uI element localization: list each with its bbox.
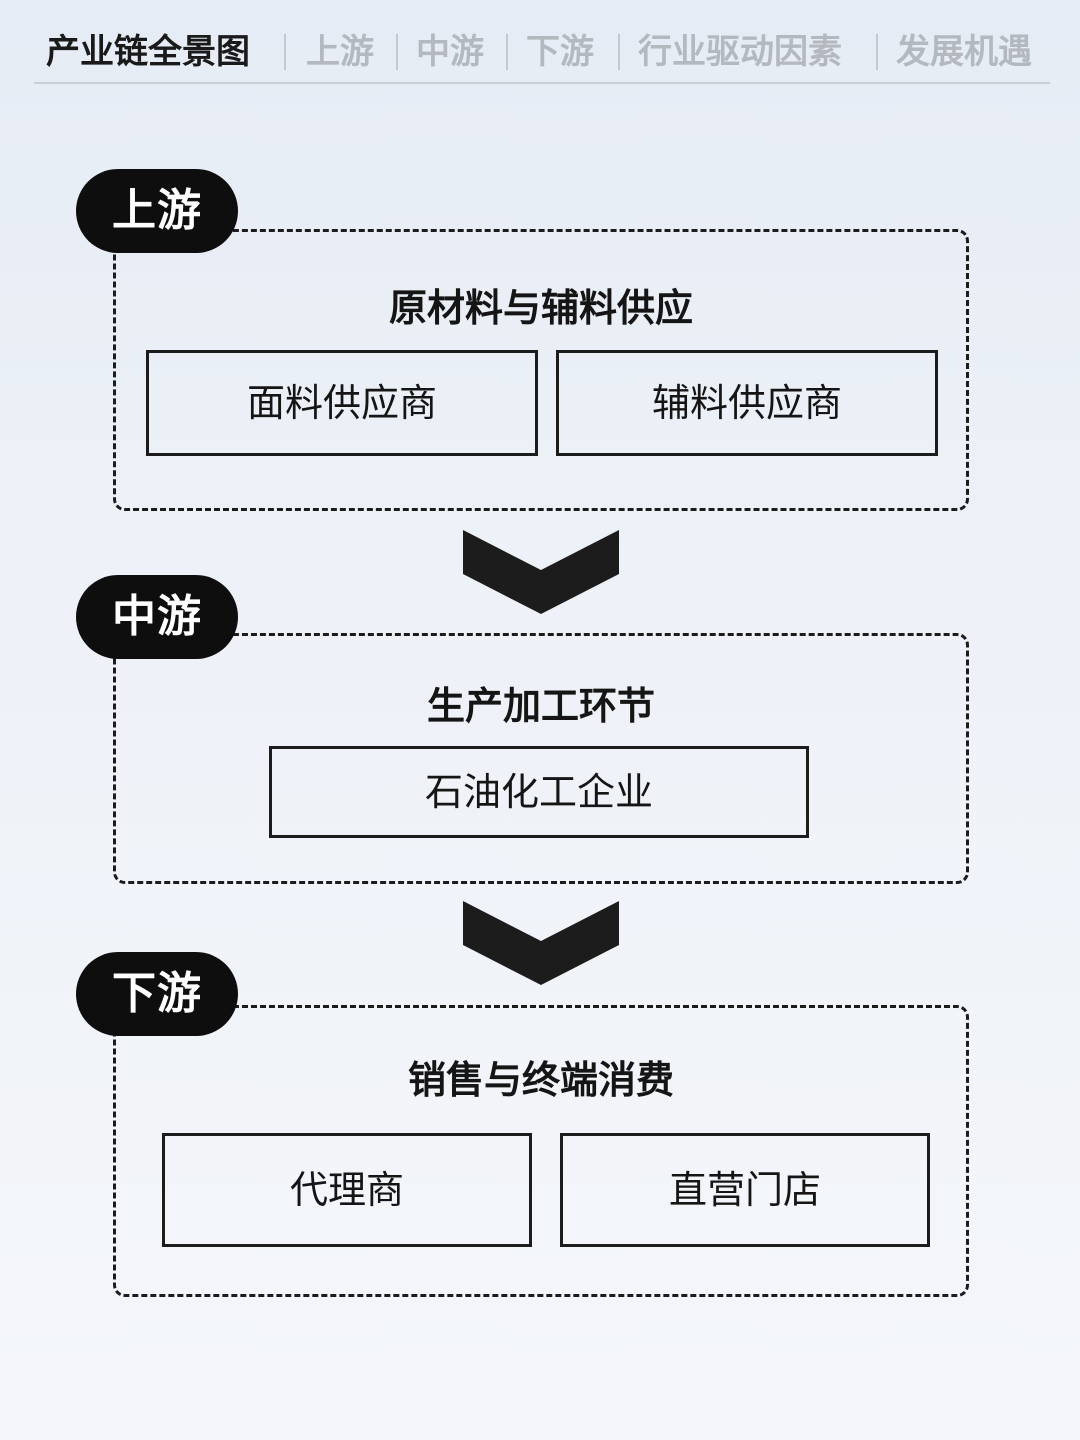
midstream-title: 生产加工环节 — [426, 683, 655, 728]
downstream-panel: 销售与终端消费 代理商 直营门店 — [113, 1005, 969, 1297]
top-nav: 产业链全景图 上游 中游 下游 行业驱动因素 发展机遇 — [34, 20, 1050, 84]
petrochemical-node[interactable]: 石油化工企业 — [269, 746, 809, 838]
accessory-supplier-node[interactable]: 辅料供应商 — [556, 350, 938, 456]
tab-midstream[interactable]: 中游 — [416, 32, 484, 72]
upstream-panel: 原材料与辅料供应 面料供应商 辅料供应商 — [113, 229, 969, 511]
midstream-badge: 中游 — [76, 575, 238, 659]
tab-downstream[interactable]: 下游 — [526, 32, 594, 72]
nav-divider — [876, 34, 878, 70]
chevron-down-icon — [463, 530, 619, 614]
nav-divider — [506, 34, 508, 70]
tab-opportunities[interactable]: 发展机遇 — [896, 32, 1032, 72]
tab-overview[interactable]: 产业链全景图 — [46, 32, 250, 72]
midstream-panel: 生产加工环节 石油化工企业 — [113, 633, 969, 884]
downstream-badge: 下游 — [76, 952, 238, 1036]
upstream-title: 原材料与辅料供应 — [388, 285, 693, 330]
agent-node[interactable]: 代理商 — [162, 1133, 532, 1247]
nav-divider — [396, 34, 398, 70]
fabric-supplier-node[interactable]: 面料供应商 — [146, 350, 538, 456]
nav-divider — [284, 34, 286, 70]
tab-upstream[interactable]: 上游 — [306, 32, 374, 72]
downstream-title: 销售与终端消费 — [407, 1057, 674, 1102]
nav-divider — [618, 34, 620, 70]
chevron-down-icon — [463, 901, 619, 985]
tab-drivers[interactable]: 行业驱动因素 — [638, 32, 842, 72]
direct-store-node[interactable]: 直营门店 — [560, 1133, 930, 1247]
upstream-badge: 上游 — [76, 169, 238, 253]
